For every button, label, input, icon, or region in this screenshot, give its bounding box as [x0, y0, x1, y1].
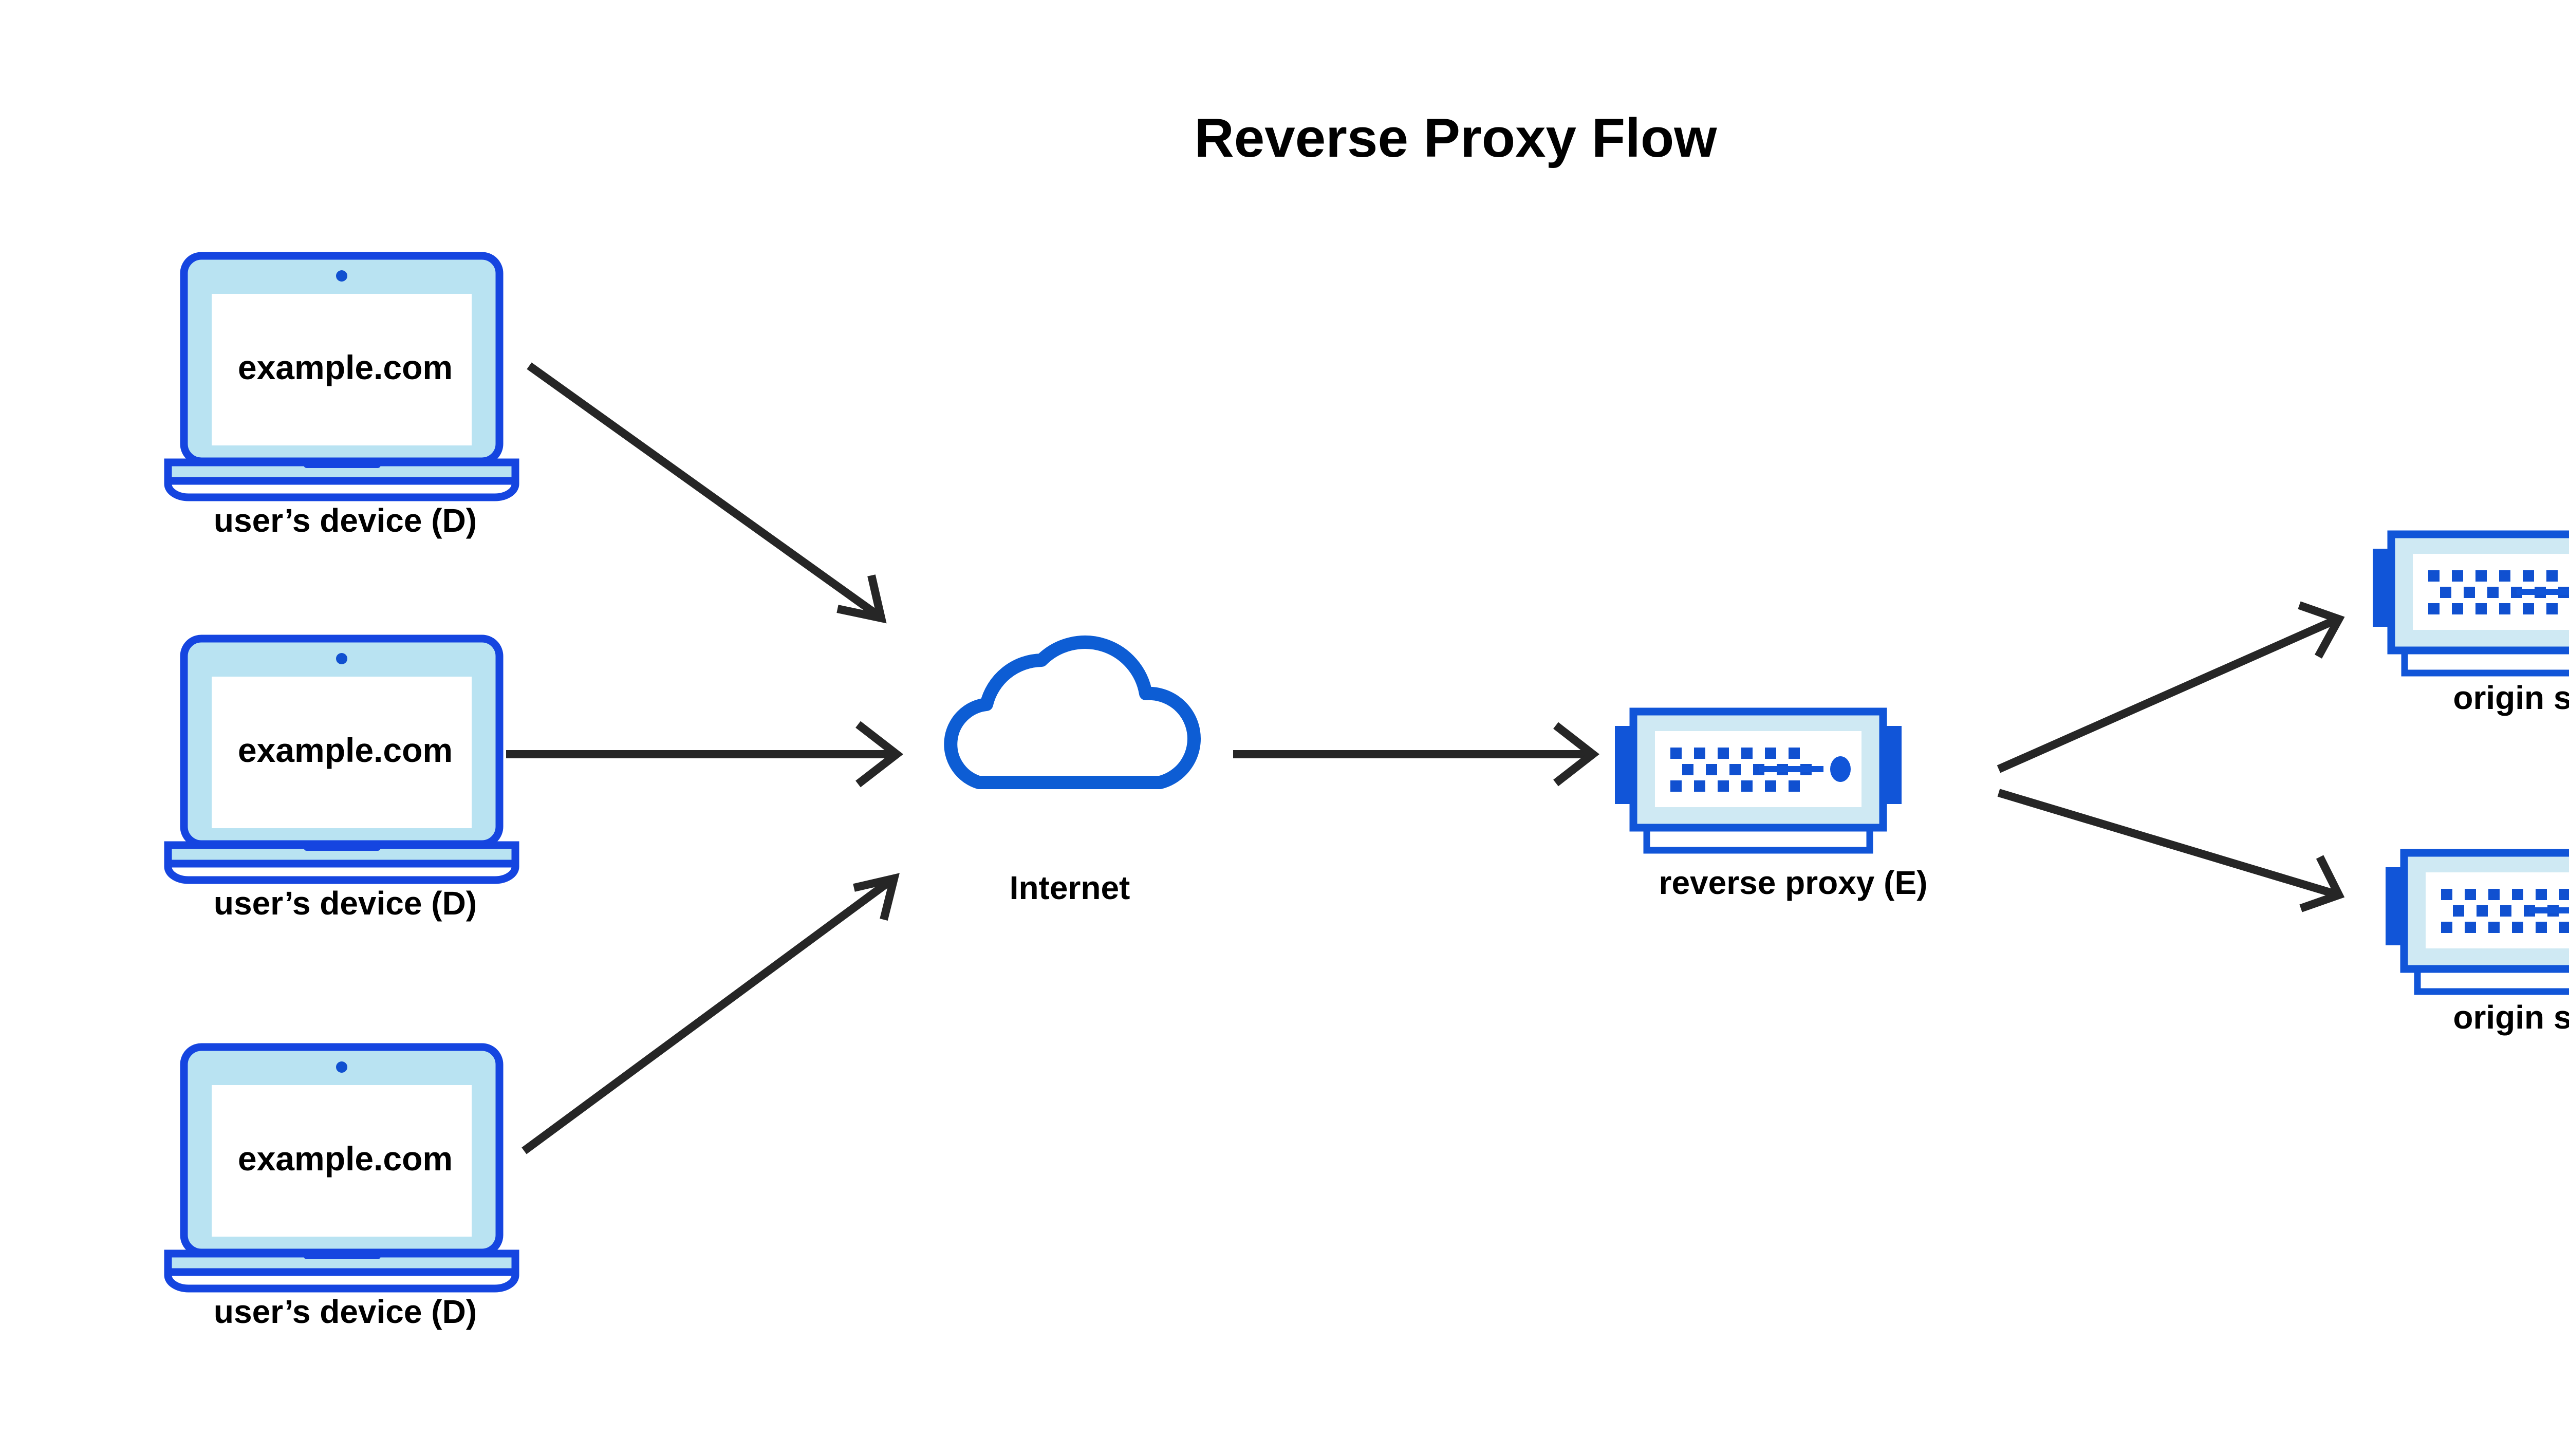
node-device-middle[interactable]: example.com user’s device (D) — [168, 639, 515, 922]
edge-proxy-to-origin-bottom — [1997, 789, 2345, 912]
origin-server-label: origin server (F) — [2453, 679, 2569, 716]
cloud-icon — [951, 642, 1194, 782]
page-title: Reverse Proxy Flow — [1195, 107, 1718, 169]
node-device-top[interactable]: example.com user’s device (D) — [168, 256, 515, 539]
internet-label: Internet — [1010, 869, 1130, 906]
edge-device-bottom-to-internet — [522, 873, 900, 1154]
device-screen-text: example.com — [238, 348, 453, 386]
reverse-proxy-label: reverse proxy (E) — [1659, 864, 1928, 901]
device-screen-text: example.com — [238, 1140, 453, 1178]
node-device-bottom[interactable]: example.com user’s device (D) — [168, 1047, 515, 1330]
device-label: user’s device (D) — [214, 1293, 477, 1330]
edge-device-middle-to-internet — [506, 721, 904, 788]
device-label: user’s device (D) — [214, 885, 477, 922]
edge-device-top-to-internet — [527, 362, 887, 624]
edge-proxy-to-origin-top — [1997, 601, 2345, 773]
node-origin-server-top[interactable]: origin server (F) — [2373, 534, 2569, 716]
device-screen-text: example.com — [238, 731, 453, 769]
device-label: user’s device (D) — [214, 502, 477, 539]
server-icon — [1615, 712, 1902, 850]
node-origin-server-bottom[interactable]: origin server (F) — [2386, 853, 2569, 1036]
server-icon — [2386, 853, 2569, 992]
node-reverse-proxy[interactable]: reverse proxy (E) — [1615, 712, 1927, 901]
server-icon — [2373, 534, 2569, 673]
edge-internet-to-proxy — [1233, 722, 1600, 787]
origin-server-label: origin server (F) — [2453, 999, 2569, 1036]
node-internet[interactable]: Internet — [951, 642, 1194, 906]
